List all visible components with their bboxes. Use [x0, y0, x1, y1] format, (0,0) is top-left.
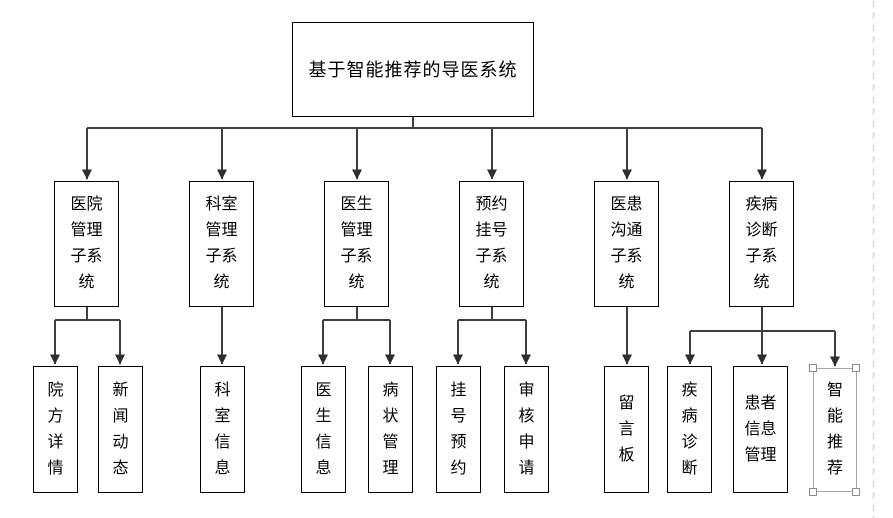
node-label: 科室信息: [214, 381, 231, 477]
node-label: 医生信息: [315, 381, 332, 477]
selection-handle-sw[interactable]: [809, 488, 817, 496]
node-communication-subsystem[interactable]: 医患沟通子系统: [594, 181, 659, 307]
node-label: 审核申请: [518, 381, 535, 477]
node-appointment-subsystem[interactable]: 预约挂号子系统: [459, 181, 524, 307]
node-label: 医生管理子系统: [340, 196, 373, 291]
leaf-smart-recommend[interactable]: 智能推荐: [813, 368, 857, 492]
selection-handle-ne[interactable]: [852, 364, 860, 372]
node-dept-mgmt-subsystem[interactable]: 科室管理子系统: [189, 181, 254, 307]
leaf-disease-diagnosis[interactable]: 疾病诊断: [667, 366, 712, 493]
selection-handle-nw[interactable]: [809, 364, 817, 372]
leaf-review-request[interactable]: 审核申请: [504, 366, 549, 493]
node-label: 新闻动态: [112, 381, 129, 477]
selection-handle-se[interactable]: [852, 488, 860, 496]
node-root-label: 基于智能推荐的导医系统: [308, 59, 518, 80]
node-label: 留言板: [618, 394, 635, 464]
node-label: 科室管理子系统: [205, 196, 238, 291]
node-label: 疾病诊断子系统: [745, 196, 778, 291]
node-root-system[interactable]: 基于智能推荐的导医系统: [292, 22, 534, 117]
leaf-symptom-mgmt[interactable]: 病状管理: [368, 366, 413, 493]
node-label: 医患沟通子系统: [610, 196, 643, 291]
node-doctor-mgmt-subsystem[interactable]: 医生管理子系统: [324, 181, 389, 307]
node-diagnosis-subsystem[interactable]: 疾病诊断子系统: [729, 181, 794, 307]
node-label: 挂号预约: [450, 381, 467, 477]
node-label: 院方详情: [47, 381, 64, 477]
node-label: 疾病诊断: [681, 381, 698, 477]
node-label: 预约挂号子系统: [475, 196, 508, 291]
leaf-news[interactable]: 新闻动态: [98, 366, 143, 493]
node-hospital-mgmt-subsystem[interactable]: 医院管理子系统: [54, 181, 119, 307]
node-label: 患者信息管理: [744, 394, 777, 464]
leaf-doctor-info[interactable]: 医生信息: [301, 366, 346, 493]
leaf-hospital-details[interactable]: 院方详情: [33, 366, 78, 493]
leaf-dept-info[interactable]: 科室信息: [200, 366, 245, 493]
node-label: 医院管理子系统: [70, 196, 103, 291]
leaf-message-board[interactable]: 留言板: [604, 366, 649, 493]
leaf-patient-info-mgmt[interactable]: 患者信息管理: [733, 366, 788, 493]
node-label: 智能推荐: [826, 382, 843, 477]
node-label: 病状管理: [382, 381, 399, 477]
leaf-registration[interactable]: 挂号预约: [436, 366, 481, 493]
